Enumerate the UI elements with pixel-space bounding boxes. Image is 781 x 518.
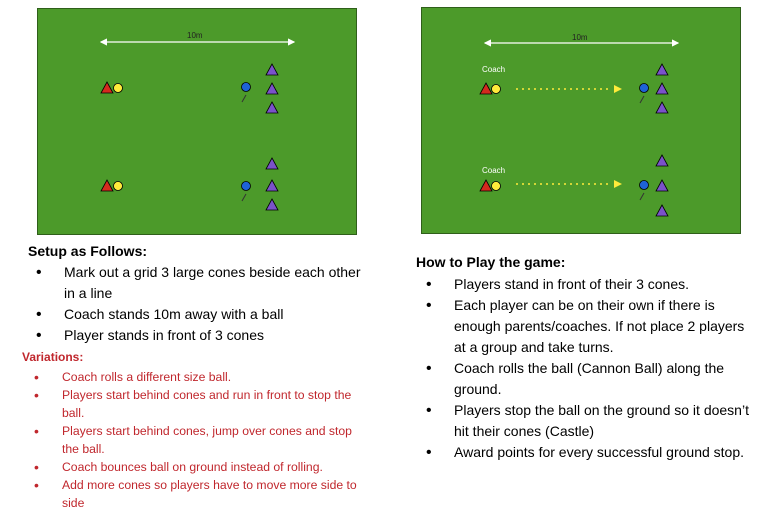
yellow-ball: [113, 83, 123, 93]
list-item: Players start behind cones, jump over co…: [22, 422, 372, 458]
list-item: Players stand in front of their 3 cones.: [424, 274, 754, 295]
ball-path-arrowhead: [614, 180, 622, 188]
blue-player: [639, 180, 649, 190]
right-field-diagram: 10m Coach Coach: [421, 7, 741, 234]
purple-cone: [265, 179, 279, 192]
list-item: Players stop the ball on the ground so i…: [424, 400, 754, 442]
coach-label: Coach: [482, 166, 505, 175]
purple-cone: [265, 198, 279, 211]
red-cone: [100, 179, 114, 192]
purple-cone: [265, 82, 279, 95]
list-item: Coach rolls a different size ball.: [22, 368, 372, 386]
right-field-drawing: 10m Coach Coach: [479, 33, 680, 217]
setup-list: Mark out a grid 3 large cones beside eac…: [34, 262, 374, 346]
how-to-play-list: Players stand in front of their 3 cones.…: [424, 274, 754, 463]
purple-cone: [265, 101, 279, 114]
yellow-ball: [491, 181, 501, 191]
list-item: Player stands in front of 3 cones: [34, 325, 374, 346]
yellow-ball: [113, 181, 123, 191]
red-cone: [479, 179, 493, 192]
list-item: Add more cones so players have to move m…: [22, 476, 372, 512]
player-stick: [639, 192, 645, 201]
coach-label: Coach: [482, 65, 505, 74]
distance-label: 10m: [572, 33, 588, 42]
variations-list: Coach rolls a different size ball. Playe…: [22, 368, 372, 512]
purple-cone: [655, 63, 669, 76]
ball-path-arrowhead: [614, 85, 622, 93]
purple-cone: [655, 179, 669, 192]
list-item: Award points for every successful ground…: [424, 442, 754, 463]
setup-title: Setup as Follows:: [28, 243, 148, 259]
player-stick: [639, 95, 645, 104]
blue-player: [241, 181, 251, 191]
player-stick: [241, 193, 247, 202]
purple-cone: [655, 204, 669, 217]
player-stick: [241, 94, 247, 103]
yellow-ball: [491, 84, 501, 94]
red-cone: [100, 81, 114, 94]
left-field-drawing: 10m: [99, 31, 296, 211]
blue-player: [241, 82, 251, 92]
purple-cone: [655, 154, 669, 167]
blue-player: [639, 83, 649, 93]
purple-cone: [265, 157, 279, 170]
purple-cone: [655, 82, 669, 95]
purple-cone: [265, 63, 279, 76]
list-item: Coach rolls the ball (Cannon Ball) along…: [424, 358, 754, 400]
list-item: Coach stands 10m away with a ball: [34, 304, 374, 325]
list-item: Each player can be on their own if there…: [424, 295, 754, 358]
left-field-diagram: 10m: [37, 8, 357, 235]
how-to-play-title: How to Play the game:: [416, 254, 566, 270]
distance-label: 10m: [187, 31, 203, 40]
list-item: Players start behind cones and run in fr…: [22, 386, 372, 422]
list-item: Mark out a grid 3 large cones beside eac…: [34, 262, 374, 304]
red-cone: [479, 82, 493, 95]
variations-title: Variations:: [22, 350, 84, 364]
purple-cone: [655, 101, 669, 114]
list-item: Coach bounces ball on ground instead of …: [22, 458, 372, 476]
